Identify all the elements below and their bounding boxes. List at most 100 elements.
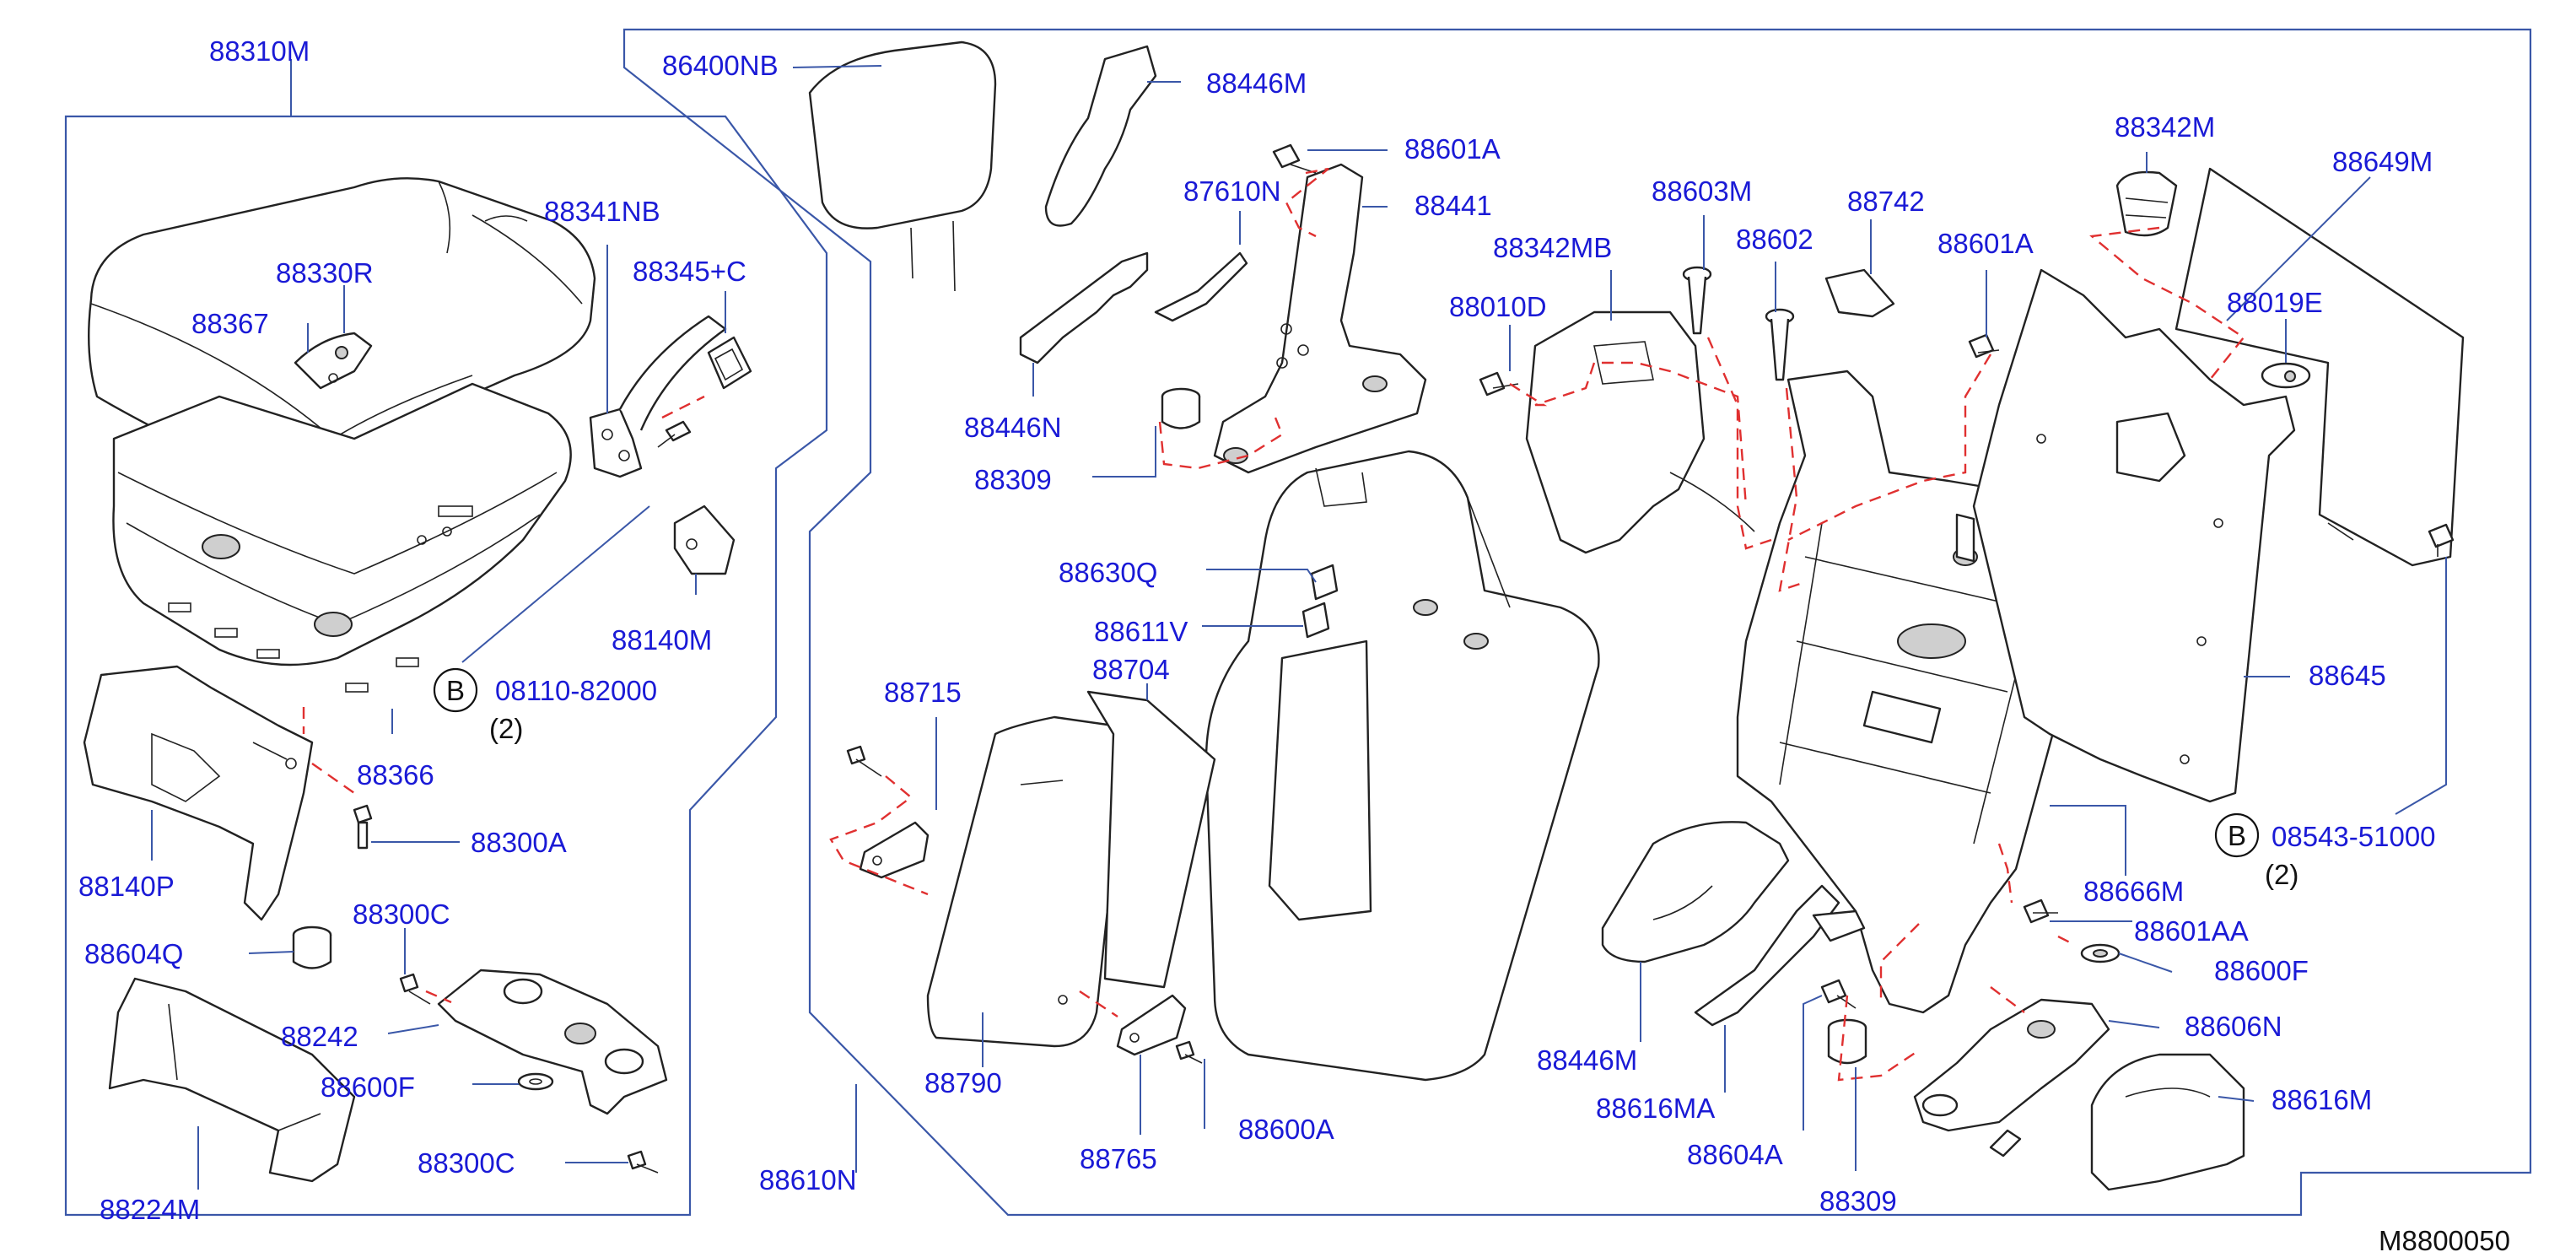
callout-88606N: 88606N: [2185, 1011, 2282, 1042]
callout-88345C: 88345+C: [633, 256, 746, 287]
callout-88765: 88765: [1080, 1143, 1157, 1174]
bolt-08543: [2428, 523, 2455, 557]
bolt-88600A: [1175, 1040, 1203, 1064]
callout-88601A-1: 88601A: [1404, 133, 1501, 165]
assembly-lines: [302, 167, 2245, 1082]
callout-88010D: 88010D: [1449, 291, 1547, 322]
bolt-88300A: [353, 804, 373, 850]
bolt-marker-b2-label: B: [2228, 820, 2246, 851]
bolt-marker-b1: B: [433, 667, 478, 713]
callout-88140P: 88140P: [78, 871, 175, 902]
callout-88666M: 88666M: [2083, 876, 2184, 907]
bolt-88010D: [1479, 371, 1519, 397]
bracket-88765: [1116, 994, 1187, 1056]
grommet-88019E: [2261, 362, 2311, 389]
callout-88366: 88366: [357, 759, 434, 791]
callout-88611V: 88611V: [1094, 616, 1188, 647]
cover-88224M: [108, 977, 356, 1183]
bracket-88715: [859, 821, 930, 879]
group-border-88310M: [64, 115, 828, 1217]
callout-08110-qty: (2): [489, 713, 523, 744]
cap-88604Q: [292, 926, 332, 969]
callout-88715: 88715: [884, 677, 962, 708]
cover-88446M-top: [1044, 45, 1157, 227]
bolt-88300C-2: [627, 1150, 659, 1174]
callout-88300A: 88300A: [471, 827, 567, 858]
pin-88602: [1765, 308, 1795, 381]
callout-88645: 88645: [2309, 660, 2386, 691]
strap-87610N: [1154, 251, 1248, 322]
callout-88604A: 88604A: [1687, 1139, 1783, 1170]
headrest-guide-88342M: [2115, 170, 2178, 237]
recliner-88606N: [1913, 998, 2110, 1158]
cover-88742: [1824, 268, 1895, 318]
callout-88446M-top: 88446M: [1206, 67, 1307, 99]
latch-88140M: [673, 505, 736, 575]
callout-88742: 88742: [1847, 186, 1925, 217]
callout-labels: 88310M 86400NB 88446M 88601A 88441 87610…: [78, 35, 2436, 1225]
callout-88140M: 88140M: [612, 624, 712, 656]
callout-88019E: 88019E: [2227, 287, 2323, 318]
callout-88446N: 88446N: [964, 412, 1062, 443]
bolt-88715: [846, 745, 882, 777]
cushion-frame-88366: [112, 382, 572, 693]
bolt-marker-b1-label: B: [446, 675, 465, 706]
diagram-code: M8800050: [2379, 1225, 2510, 1252]
callout-08543-51000: 08543-51000: [2272, 821, 2436, 852]
callout-88601AA: 88601AA: [2134, 915, 2249, 947]
cover-88616M: [2090, 1053, 2245, 1191]
callout-88630Q: 88630Q: [1059, 557, 1157, 588]
callout-08543-qty: (2): [2265, 859, 2298, 890]
bolt-88601AA: [2023, 899, 2058, 924]
callout-88601A-2: 88601A: [1937, 228, 2034, 259]
bracket-88446N: [1019, 251, 1149, 364]
pivot-bracket-88242: [437, 969, 668, 1115]
cap-88309-top: [1161, 387, 1201, 429]
cap-88309-bottom: [1827, 1018, 1867, 1065]
callout-88310M: 88310M: [209, 35, 310, 67]
callout-88367: 88367: [191, 308, 269, 339]
callout-88603M: 88603M: [1652, 175, 1752, 207]
callout-88224M: 88224M: [100, 1194, 200, 1225]
seatback-pad-88610N: [1204, 450, 1600, 1082]
callout-88342MB: 88342MB: [1493, 232, 1612, 263]
callout-08110-82000: 08110-82000: [495, 675, 657, 706]
hinge-bracket-88341NB: [589, 315, 727, 478]
bolt-marker-b2: B: [2214, 812, 2260, 858]
tag-88330R: [294, 332, 373, 390]
bracket-88616MA: [1694, 884, 1866, 1027]
callout-88616M: 88616M: [2272, 1084, 2372, 1115]
leader-lines: [151, 59, 2447, 1190]
callout-88242: 88242: [281, 1021, 358, 1052]
clip-88345C: [707, 336, 752, 390]
callout-88341NB: 88341NB: [544, 196, 660, 227]
callout-88604Q: 88604Q: [84, 938, 183, 969]
hinge-88441: [1213, 163, 1427, 474]
bolt-88300C-1: [399, 973, 431, 1005]
callout-88602: 88602: [1736, 224, 1813, 255]
bolt-88604A: [1820, 979, 1857, 1009]
callout-88610N: 88610N: [759, 1164, 857, 1195]
callout-87610N: 87610N: [1183, 175, 1281, 207]
washer-88600F-1: [517, 1072, 554, 1091]
bolt-88601A-2: [1968, 333, 2000, 359]
group-border-88610N: [622, 28, 2532, 1217]
callout-86400NB: 86400NB: [662, 50, 779, 81]
callout-88309-top: 88309: [974, 464, 1052, 495]
callout-88790: 88790: [924, 1067, 1002, 1098]
clip-88630Q: [1310, 564, 1339, 601]
callout-88300C-1: 88300C: [353, 899, 450, 930]
bolt-88300-top: [657, 420, 692, 448]
backboard-88645: [1972, 268, 2296, 803]
cover-88446M-bottom: [1601, 821, 1790, 963]
callout-88600F-2: 88600F: [2214, 955, 2309, 986]
callout-88649M: 88649M: [2332, 146, 2433, 177]
bracket-88140P: [83, 665, 314, 921]
backboard-88649M: [2175, 167, 2465, 567]
washer-88600F-2: [2080, 943, 2121, 963]
callout-88600A: 88600A: [1238, 1114, 1334, 1145]
pin-88603M: [1682, 266, 1712, 335]
callout-88600F-1: 88600F: [321, 1071, 415, 1103]
callout-88616MA: 88616MA: [1596, 1093, 1715, 1124]
